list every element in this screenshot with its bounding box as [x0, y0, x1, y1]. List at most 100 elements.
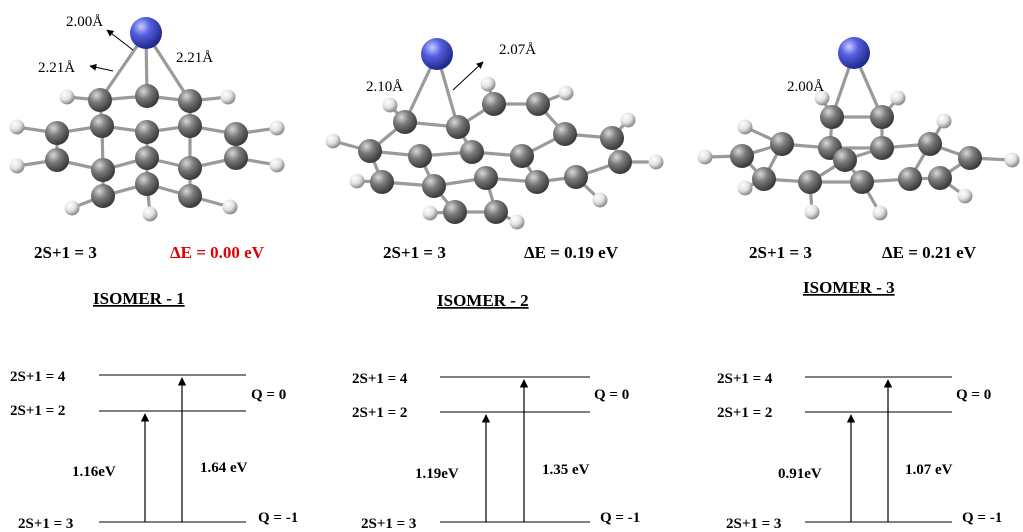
bond-arrow [89, 63, 114, 72]
carbon-atom [91, 184, 115, 208]
isomer-title: ISOMER - 2 [437, 291, 529, 310]
hydrogen-atom [737, 180, 753, 196]
carbon-atom [408, 144, 432, 168]
carbon-atom [178, 89, 202, 113]
transition-energy: 1.35 eV [542, 462, 590, 478]
spin-multiplicity: 2S+1 = 3 [34, 243, 97, 262]
level-spin-label: 2S+1 = 3 [18, 516, 73, 532]
carbon-atom [510, 144, 534, 168]
isomer-2-labels: 2.07Å 2.10Å 2S+1 = 3 ΔE = 0.19 eV ISOMER… [366, 42, 619, 310]
hydrogen-atom [558, 85, 574, 101]
hydrogen-atom [957, 188, 973, 204]
energy-difference: ΔE = 0.21 eV [882, 243, 977, 262]
carbon-atom [90, 114, 114, 138]
hydrogen-atom [648, 154, 664, 170]
carbon-atom [564, 165, 588, 189]
carbon-atom [820, 105, 844, 129]
hydrogen-atom [592, 192, 608, 208]
charge-label: Q = -1 [962, 510, 1002, 526]
hydrogen-atom [936, 113, 952, 129]
bond-length-label: 2.21Å [176, 50, 213, 66]
level-spin-label: 2S+1 = 4 [352, 371, 408, 387]
bond-length-label: 2.00Å [66, 14, 103, 30]
carbon-atom [730, 144, 754, 168]
carbon-atom [370, 170, 394, 194]
carbon-atom [898, 167, 922, 191]
level-spin-label: 2S+1 = 2 [717, 405, 772, 421]
charge-label: Q = 0 [956, 387, 991, 403]
carbon-atom [870, 136, 894, 160]
carbon-atom [135, 172, 159, 196]
hydrogen-atom [220, 89, 236, 105]
hydrogen-atom [814, 90, 830, 106]
bond-arrow [452, 61, 484, 91]
carbon-atom [178, 184, 202, 208]
hydrogen-atom [872, 205, 888, 221]
energy-difference: ΔE = 0.00 eV [170, 243, 265, 262]
carbon-atom [474, 166, 498, 190]
spin-multiplicity: 2S+1 = 3 [383, 243, 446, 262]
carbon-atom [422, 174, 446, 198]
carbon-atom [484, 200, 508, 224]
transition-energy: 1.16eV [72, 464, 116, 480]
level-spin-label: 2S+1 = 2 [352, 405, 407, 421]
carbon-atom [608, 150, 632, 174]
hydrogen-atom [509, 214, 525, 230]
carbon-atom [850, 170, 874, 194]
carbon-atom [833, 148, 857, 172]
transition-energy: 1.19eV [415, 466, 459, 482]
hydrogen-atom [325, 133, 341, 149]
carbon-atom [446, 115, 470, 139]
charge-label: Q = 0 [251, 387, 286, 403]
carbon-atom [553, 122, 577, 146]
carbon-atom [752, 167, 776, 191]
bond-length-label: 2.07Å [499, 42, 536, 58]
hydrogen-atom [737, 119, 753, 135]
energy-level-diagram-3: 2S+1 = 4 2S+1 = 2 2S+1 = 3 Q = 0 Q = -1 … [717, 371, 1002, 532]
metal-atom [421, 38, 453, 70]
hydrogen-atom [382, 97, 398, 113]
hydrogen-atom [480, 76, 496, 92]
hydrogen-atom [269, 120, 285, 136]
hydrogen-atom [697, 149, 713, 165]
isomer-title: ISOMER - 1 [93, 289, 185, 308]
hydrogen-atom [9, 158, 25, 174]
carbon-atom [135, 146, 159, 170]
carbon-atom [178, 156, 202, 180]
isomer-2-molecule [325, 38, 664, 230]
hydrogen-atom [269, 157, 285, 173]
carbon-atom [88, 88, 112, 112]
energy-level-diagram-1: 2S+1 = 4 2S+1 = 2 2S+1 = 3 Q = 0 Q = -1 … [10, 369, 298, 532]
hydrogen-atom [620, 112, 636, 128]
carbon-atom [224, 146, 248, 170]
isomer-1-labels: 2.00Å 2.21Å 2.21Å 2S+1 = 3 ΔE = 0.00 eV … [34, 14, 265, 308]
carbon-atom [870, 105, 894, 129]
level-spin-label: 2S+1 = 3 [361, 516, 416, 532]
carbon-atom [525, 170, 549, 194]
isomer-3-molecule [697, 37, 1020, 221]
carbon-atom [135, 120, 159, 144]
carbon-atom [358, 139, 382, 163]
carbon-atom [45, 148, 69, 172]
spin-multiplicity: 2S+1 = 3 [749, 243, 812, 262]
energy-difference: ΔE = 0.19 eV [524, 243, 619, 262]
carbon-atom [958, 146, 982, 170]
carbon-atom [135, 84, 159, 108]
metal-atom [838, 37, 870, 69]
hydrogen-atom [9, 119, 25, 135]
carbon-atom [798, 170, 822, 194]
hydrogen-atom [422, 205, 438, 221]
hydrogen-atom [890, 90, 906, 106]
carbon-atom [178, 114, 202, 138]
carbon-atom [526, 92, 550, 116]
charge-label: Q = 0 [594, 387, 629, 403]
carbon-atom [393, 110, 417, 134]
level-spin-label: 2S+1 = 4 [10, 369, 66, 385]
isomer-title: ISOMER - 3 [803, 278, 895, 297]
charge-label: Q = -1 [258, 510, 298, 526]
carbon-atom [224, 122, 248, 146]
bond-length-label: 2.10Å [366, 79, 403, 95]
transition-energy: 1.07 eV [905, 462, 953, 478]
transition-energy: 1.64 eV [200, 460, 248, 476]
